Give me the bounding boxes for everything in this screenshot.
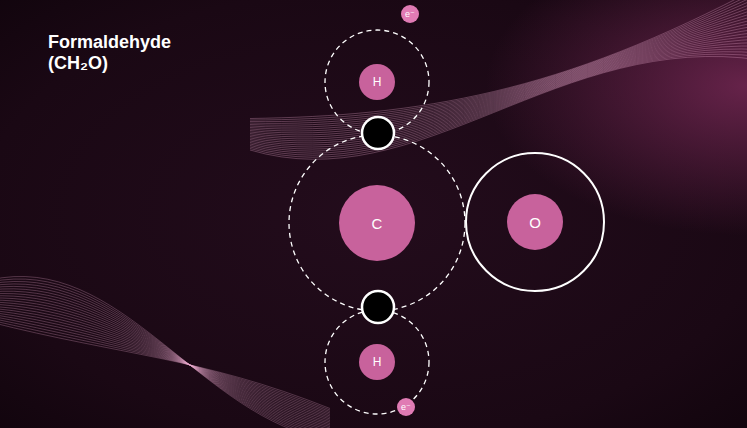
wave-line	[0, 316, 330, 413]
hydrogen-orbit	[325, 310, 429, 414]
wave-line	[250, 11, 747, 131]
wave-line	[0, 300, 330, 425]
wave-line	[250, 8, 747, 130]
wave-line	[250, 1, 747, 126]
hydrogen-atom: H	[359, 64, 395, 100]
wave-line	[0, 296, 330, 428]
wave-line	[0, 308, 330, 419]
atom-label: e⁻	[401, 403, 411, 412]
atom-label: H	[373, 356, 382, 368]
wave-line	[0, 286, 330, 428]
wave-line	[250, 0, 747, 122]
wave-line	[0, 293, 330, 428]
shared-electron-pair	[362, 117, 394, 149]
atom-label: e⁻	[405, 10, 415, 19]
shared-electron-pair	[362, 291, 394, 323]
wave-line	[250, 4, 747, 127]
wave-line	[250, 52, 747, 155]
wave-line	[0, 320, 330, 410]
wave-line	[0, 314, 330, 415]
wave-line	[0, 306, 330, 421]
wave-line	[250, 0, 747, 123]
hydrogen-atom: H	[359, 344, 395, 380]
wave-line	[0, 298, 330, 427]
oxygen-orbit	[466, 153, 604, 291]
wave-line	[0, 304, 330, 422]
wave-line	[0, 276, 330, 428]
atom-label: O	[529, 215, 541, 230]
wave-line	[0, 279, 330, 428]
wave-line	[0, 322, 330, 409]
wave-line	[250, 0, 747, 119]
wave-line	[0, 291, 330, 428]
wave-line	[250, 32, 747, 143]
diagram-title: Formaldehyde (CH₂O)	[48, 32, 183, 74]
wave-line	[0, 281, 330, 428]
atom-label: C	[372, 216, 383, 231]
oxygen-atom: O	[507, 194, 563, 250]
carbon-orbit	[289, 135, 465, 311]
electron-dot: e⁻	[397, 398, 415, 416]
wave-line	[0, 310, 330, 418]
wave-line	[250, 46, 747, 151]
wave-line	[0, 289, 330, 428]
wave-line	[0, 312, 330, 416]
wave-line	[250, 0, 747, 120]
orbit-rings	[289, 30, 465, 414]
electron-dot: e⁻	[401, 5, 419, 23]
atom-label: H	[373, 76, 382, 88]
wave-line	[0, 284, 330, 428]
wave-line	[0, 318, 330, 412]
wave-line	[0, 302, 330, 424]
carbon-atom: C	[339, 185, 415, 261]
